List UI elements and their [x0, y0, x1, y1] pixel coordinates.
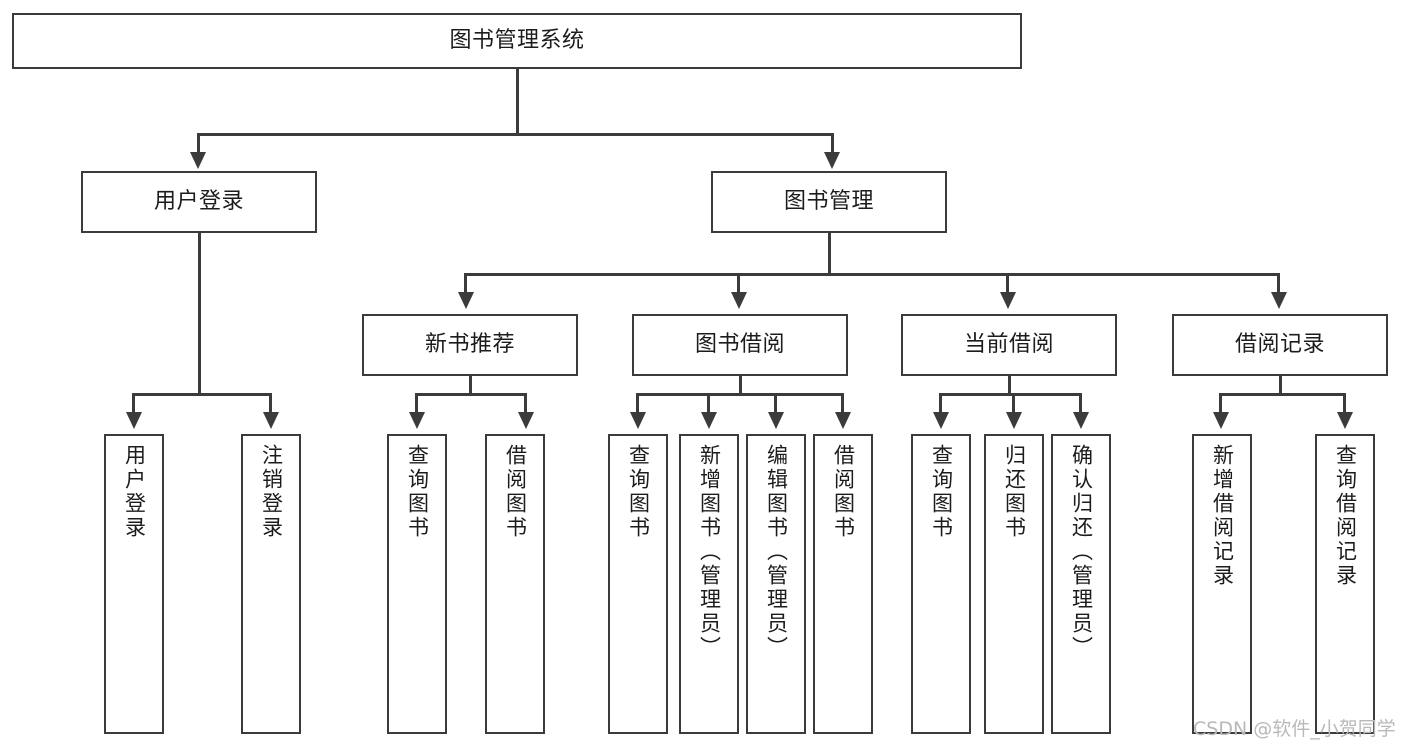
connector-book-manage-to-recommend: [464, 273, 467, 294]
arrow-book-borrow-to-leaf-4: [835, 412, 851, 429]
node-root[interactable]: 图书管理系统: [12, 13, 1022, 69]
connector-user-login-bus: [132, 393, 269, 396]
node-leaf-edit-book[interactable]: 编辑图书（管理员）: [746, 434, 806, 734]
node-new-book-recommend-label: 新书推荐: [424, 332, 515, 358]
node-book-borrow-label: 图书借阅: [694, 332, 785, 358]
node-leaf-borrow-book-2[interactable]: 借阅图书: [813, 434, 873, 734]
node-user-login[interactable]: 用户登录: [81, 171, 317, 233]
connector-current-borrow-to-leaf-1: [939, 393, 942, 414]
arrow-borrow-record-to-leaf-1: [1213, 412, 1229, 429]
connector-user-login-to-leaf-2: [269, 393, 272, 414]
node-leaf-logout-label: 注销登录: [259, 444, 284, 540]
arrow-book-manage-to-current: [1000, 292, 1016, 309]
connector-book-borrow-to-leaf-1: [636, 393, 639, 414]
node-book-borrow[interactable]: 图书借阅: [632, 314, 848, 376]
node-leaf-user-login-label: 用户登录: [122, 444, 147, 540]
connector-book-borrow-trunk: [739, 376, 742, 395]
connector-book-borrow-bus: [636, 393, 844, 396]
node-leaf-add-record[interactable]: 新增借阅记录: [1192, 434, 1252, 734]
connector-recommend-to-leaf-2: [524, 393, 527, 414]
connector-book-manage-to-current: [1006, 273, 1009, 294]
connector-current-borrow-to-leaf-3: [1079, 393, 1082, 414]
arrow-root-to-book-manage: [824, 152, 840, 169]
node-leaf-add-record-label: 新增借阅记录: [1210, 444, 1235, 588]
node-leaf-query-record[interactable]: 查询借阅记录: [1315, 434, 1375, 734]
node-borrow-record-label: 借阅记录: [1234, 332, 1325, 358]
connector-book-manage-to-record: [1277, 273, 1280, 294]
connector-book-borrow-to-leaf-3: [774, 393, 777, 414]
node-leaf-query-book-1-label: 查询图书: [405, 444, 430, 540]
node-book-manage-label: 图书管理: [783, 189, 874, 215]
node-leaf-add-book[interactable]: 新增图书（管理员）: [679, 434, 739, 734]
connector-borrow-record-to-leaf-1: [1219, 393, 1222, 414]
arrow-recommend-to-leaf-1: [409, 412, 425, 429]
arrow-book-borrow-to-leaf-3: [768, 412, 784, 429]
arrow-book-manage-to-recommend: [458, 292, 474, 309]
arrow-book-borrow-to-leaf-1: [630, 412, 646, 429]
node-current-borrow-label: 当前借阅: [963, 332, 1054, 358]
connector-root-bus: [197, 133, 834, 136]
arrow-current-borrow-to-leaf-2: [1006, 412, 1022, 429]
arrow-user-login-to-leaf-2: [263, 412, 279, 429]
arrow-book-manage-to-borrow: [731, 292, 747, 309]
watermark: CSDN @软件_小贺同学: [1193, 718, 1396, 740]
connector-borrow-record-trunk: [1279, 376, 1282, 395]
node-root-label: 图书管理系统: [449, 28, 585, 54]
node-leaf-query-book-2-label: 查询图书: [626, 444, 651, 540]
connector-book-borrow-to-leaf-4: [841, 393, 844, 414]
arrow-user-login-to-leaf-1: [126, 412, 142, 429]
connector-user-login-trunk: [198, 233, 201, 395]
connector-root-trunk: [516, 69, 519, 134]
node-leaf-return-book[interactable]: 归还图书: [984, 434, 1044, 734]
arrow-book-borrow-to-leaf-2: [701, 412, 717, 429]
connector-recommend-to-leaf-1: [415, 393, 418, 414]
node-book-manage[interactable]: 图书管理: [711, 171, 947, 233]
connector-book-borrow-to-leaf-2: [707, 393, 710, 414]
connector-borrow-record-bus: [1219, 393, 1346, 396]
connector-book-manage-trunk: [828, 233, 831, 275]
node-leaf-borrow-book-1[interactable]: 借阅图书: [485, 434, 545, 734]
node-leaf-borrow-book-1-label: 借阅图书: [503, 444, 528, 540]
connector-recommend-trunk: [469, 376, 472, 395]
node-leaf-query-book-3-label: 查询图书: [929, 444, 954, 540]
arrow-book-manage-to-record: [1271, 292, 1287, 309]
connector-root-to-book-manage: [831, 133, 834, 154]
arrow-current-borrow-to-leaf-3: [1073, 412, 1089, 429]
node-current-borrow[interactable]: 当前借阅: [901, 314, 1117, 376]
node-leaf-user-login[interactable]: 用户登录: [104, 434, 164, 734]
node-new-book-recommend[interactable]: 新书推荐: [362, 314, 578, 376]
node-leaf-confirm-return[interactable]: 确认归还（管理员）: [1051, 434, 1111, 734]
connector-book-manage-to-borrow: [737, 273, 740, 294]
node-leaf-confirm-return-label: 确认归还（管理员）: [1069, 444, 1094, 660]
node-leaf-query-record-label: 查询借阅记录: [1333, 444, 1358, 588]
connector-current-borrow-to-leaf-2: [1012, 393, 1015, 414]
connector-current-borrow-trunk: [1008, 376, 1011, 395]
connector-root-to-user-login: [197, 133, 200, 154]
arrow-borrow-record-to-leaf-2: [1337, 412, 1353, 429]
node-leaf-borrow-book-2-label: 借阅图书: [831, 444, 856, 540]
connector-recommend-bus: [415, 393, 527, 396]
node-leaf-query-book-3[interactable]: 查询图书: [911, 434, 971, 734]
node-borrow-record[interactable]: 借阅记录: [1172, 314, 1388, 376]
arrow-current-borrow-to-leaf-1: [933, 412, 949, 429]
connector-borrow-record-to-leaf-2: [1343, 393, 1346, 414]
node-leaf-add-book-label: 新增图书（管理员）: [697, 444, 722, 660]
node-leaf-logout[interactable]: 注销登录: [241, 434, 301, 734]
connector-current-borrow-bus: [939, 393, 1082, 396]
node-leaf-edit-book-label: 编辑图书（管理员）: [764, 444, 789, 660]
node-leaf-return-book-label: 归还图书: [1002, 444, 1027, 540]
arrow-recommend-to-leaf-2: [518, 412, 534, 429]
connector-book-manage-bus: [464, 273, 1280, 276]
node-leaf-query-book-2[interactable]: 查询图书: [608, 434, 668, 734]
connector-user-login-to-leaf-1: [132, 393, 135, 414]
node-user-login-label: 用户登录: [153, 189, 244, 215]
node-leaf-query-book-1[interactable]: 查询图书: [387, 434, 447, 734]
arrow-root-to-user-login: [190, 152, 206, 169]
